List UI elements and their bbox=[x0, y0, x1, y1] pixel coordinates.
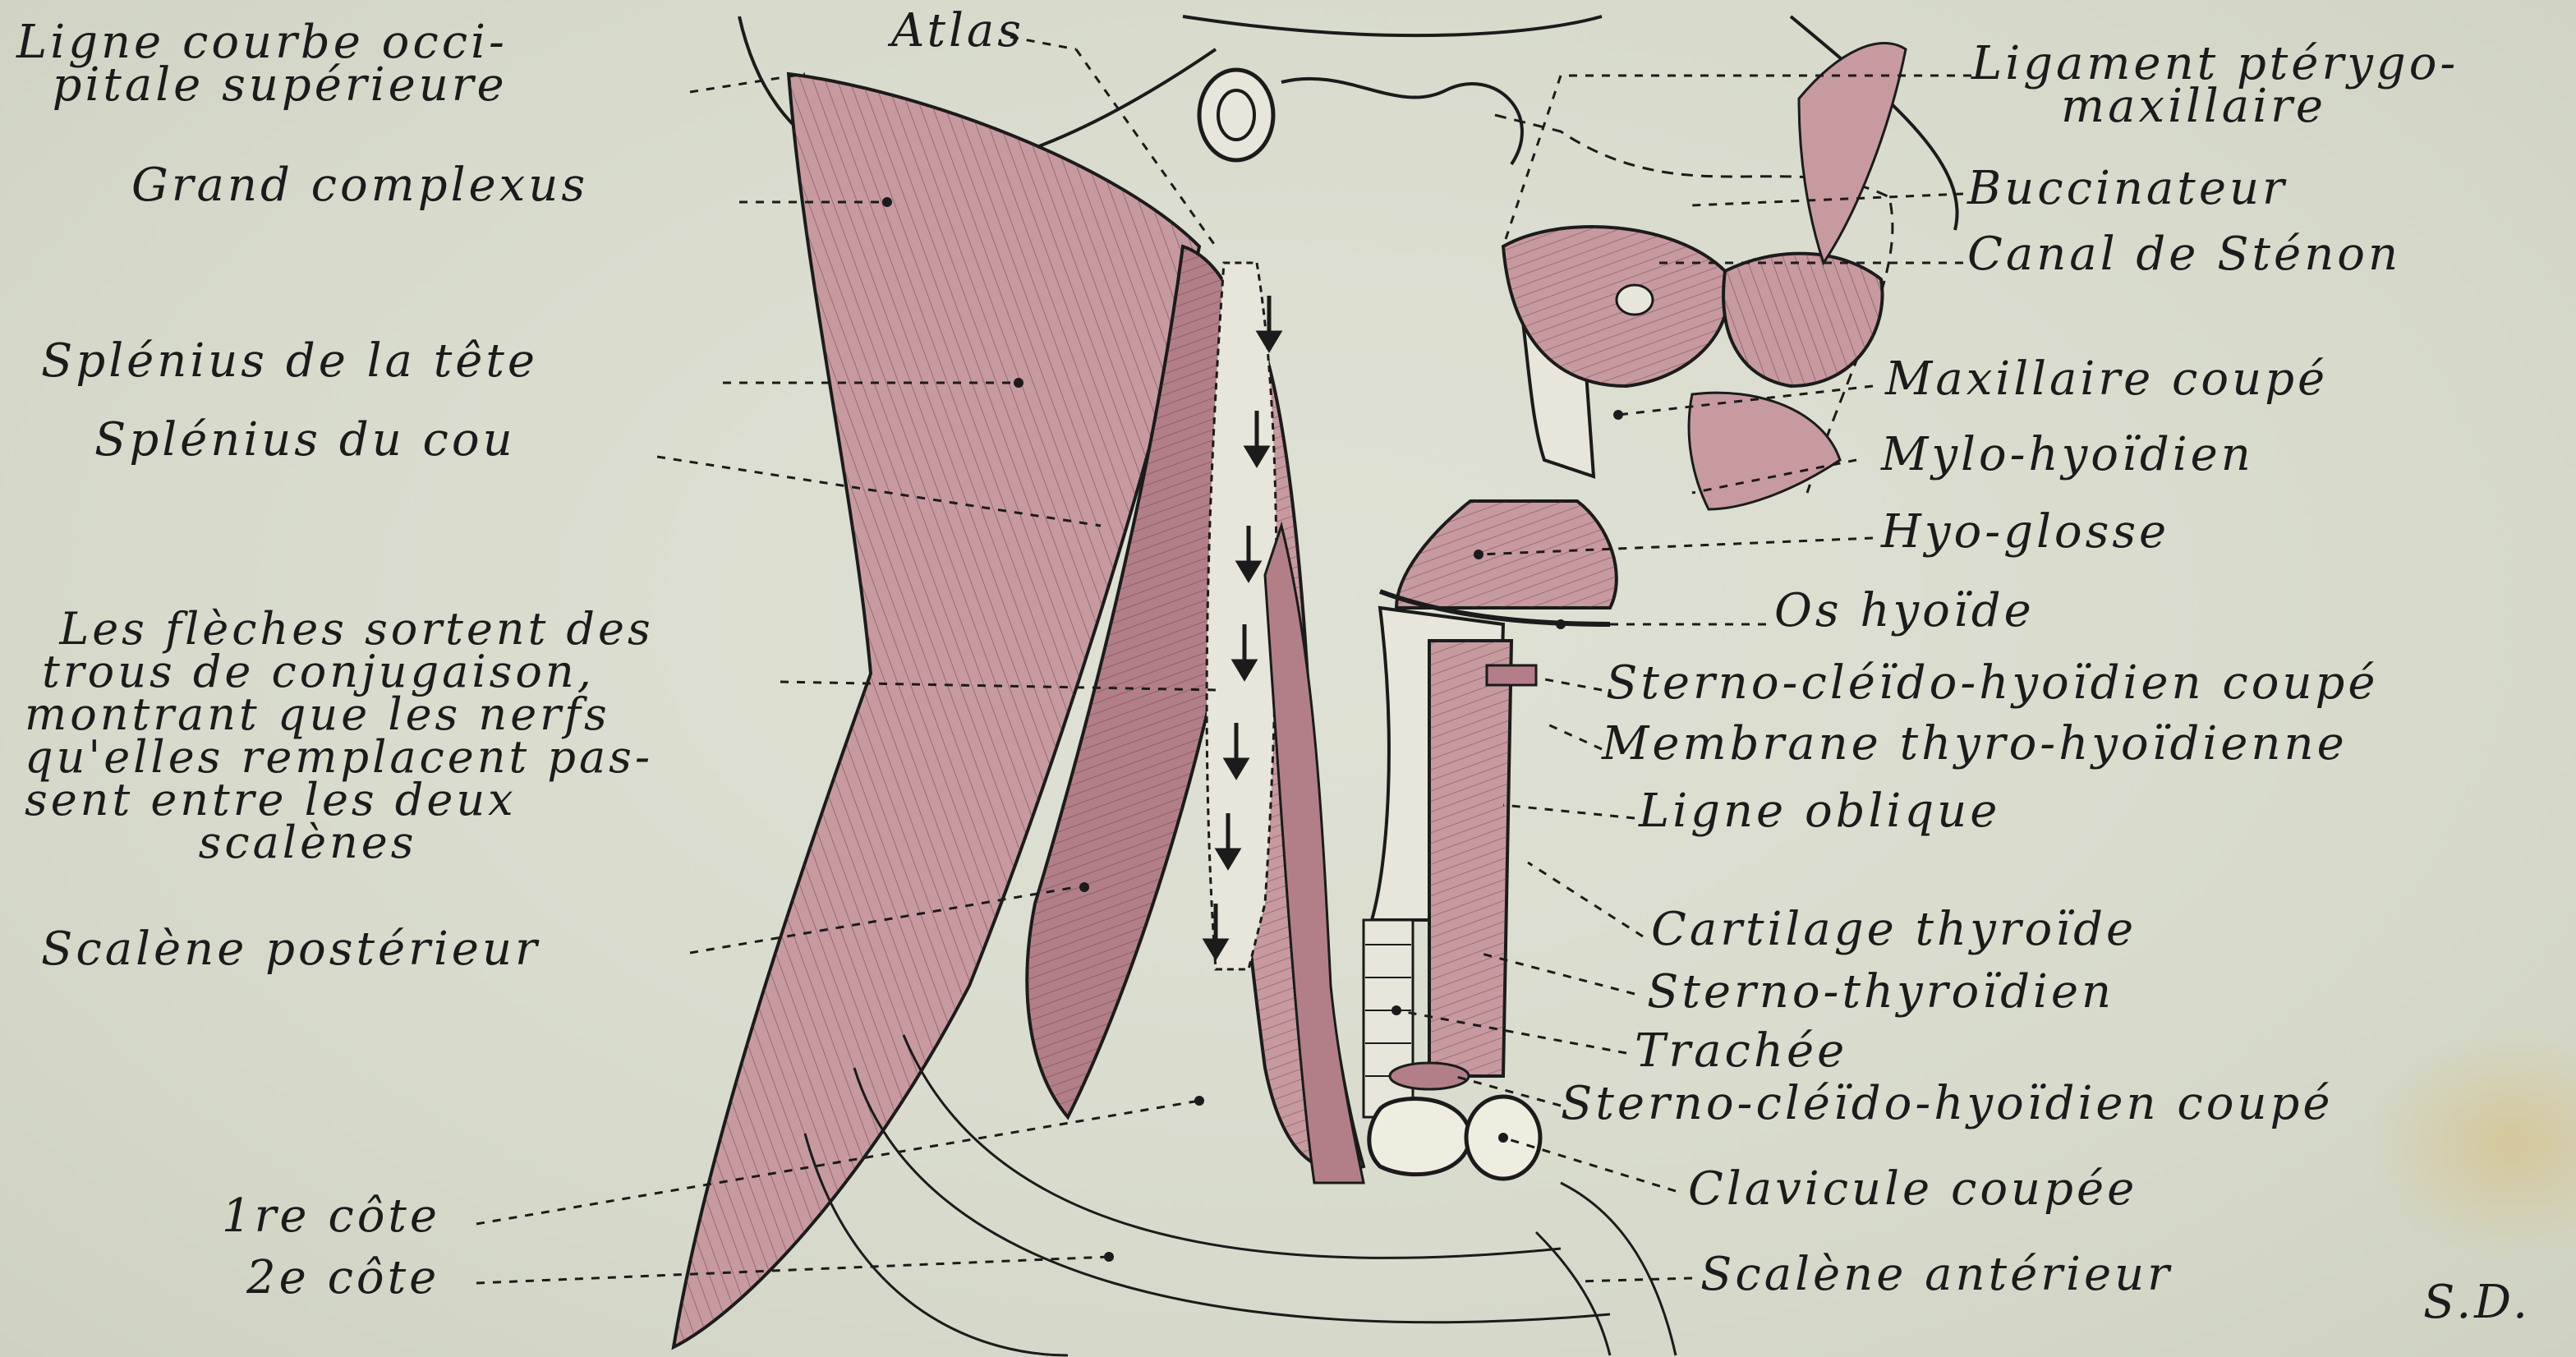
parotid-duct-orifice bbox=[1617, 285, 1653, 315]
label-sterno-cleido-1: Sterno-cléïdo-hyoïdien coupé bbox=[1606, 662, 2379, 705]
occipital-condyle bbox=[1281, 79, 1522, 164]
clavicle-cut bbox=[1369, 1099, 1470, 1175]
label-grand-complexus: Grand complexus bbox=[131, 164, 588, 207]
label-trachee: Trachée bbox=[1635, 1030, 1847, 1073]
label-scalene-anterieur: Scalène antérieur bbox=[1700, 1254, 2173, 1296]
label-ligne-courbe: Ligne courbe occi- pitale supérieure bbox=[16, 21, 508, 107]
label-cartilage-thyroide: Cartilage thyroïde bbox=[1651, 908, 2137, 951]
label-hyo-glosse: Hyo-glosse bbox=[1881, 511, 2169, 554]
label-mylo-hyoidien: Mylo-hyoïdien bbox=[1881, 434, 2254, 476]
sternohyoid-cut-top bbox=[1487, 665, 1536, 685]
label-buccinateur: Buccinateur bbox=[1967, 168, 2288, 210]
label-deuxieme-cote: 2e côte bbox=[246, 1257, 439, 1300]
atlas-ring bbox=[1199, 70, 1273, 160]
label-scalene-posterieur: Scalène postérieur bbox=[41, 928, 540, 971]
label-premiere-cote: 1re côte bbox=[222, 1195, 440, 1238]
label-ligne-oblique: Ligne oblique bbox=[1639, 790, 2000, 833]
label-sterno-cleido-2: Sterno-cléïdo-hyoïdien coupé bbox=[1561, 1083, 2334, 1125]
sternohyoid-cut-bottom bbox=[1390, 1063, 1469, 1089]
label-maxillaire-coupe: Maxillaire coupé bbox=[1885, 358, 2328, 401]
label-membrane-thyro: Membrane thyro-hyoïdienne bbox=[1602, 723, 2348, 766]
vertebral-column bbox=[1207, 263, 1276, 969]
label-atlas: Atlas bbox=[891, 10, 1024, 53]
label-os-hyoide: Os hyoïde bbox=[1774, 590, 2035, 632]
ribs bbox=[805, 1035, 1676, 1355]
label-splenius-cou: Splénius du cou bbox=[94, 419, 516, 462]
artist-signature: S.D. bbox=[2423, 1281, 2531, 1324]
label-splenius-tete: Splénius de la tête bbox=[41, 340, 538, 383]
label-canal-stenon: Canal de Sténon bbox=[1967, 233, 2401, 276]
label-fleches-note: Les flèches sortent des trous de conjuga… bbox=[25, 608, 654, 864]
label-sterno-thyroidien: Sterno-thyroïdien bbox=[1647, 971, 2114, 1014]
mylohyoid-muscle bbox=[1689, 393, 1840, 509]
label-ligament-pterygo: Ligament ptérygo- maxillaire bbox=[1971, 43, 2459, 128]
label-clavicule: Clavicule coupée bbox=[1688, 1168, 2137, 1211]
